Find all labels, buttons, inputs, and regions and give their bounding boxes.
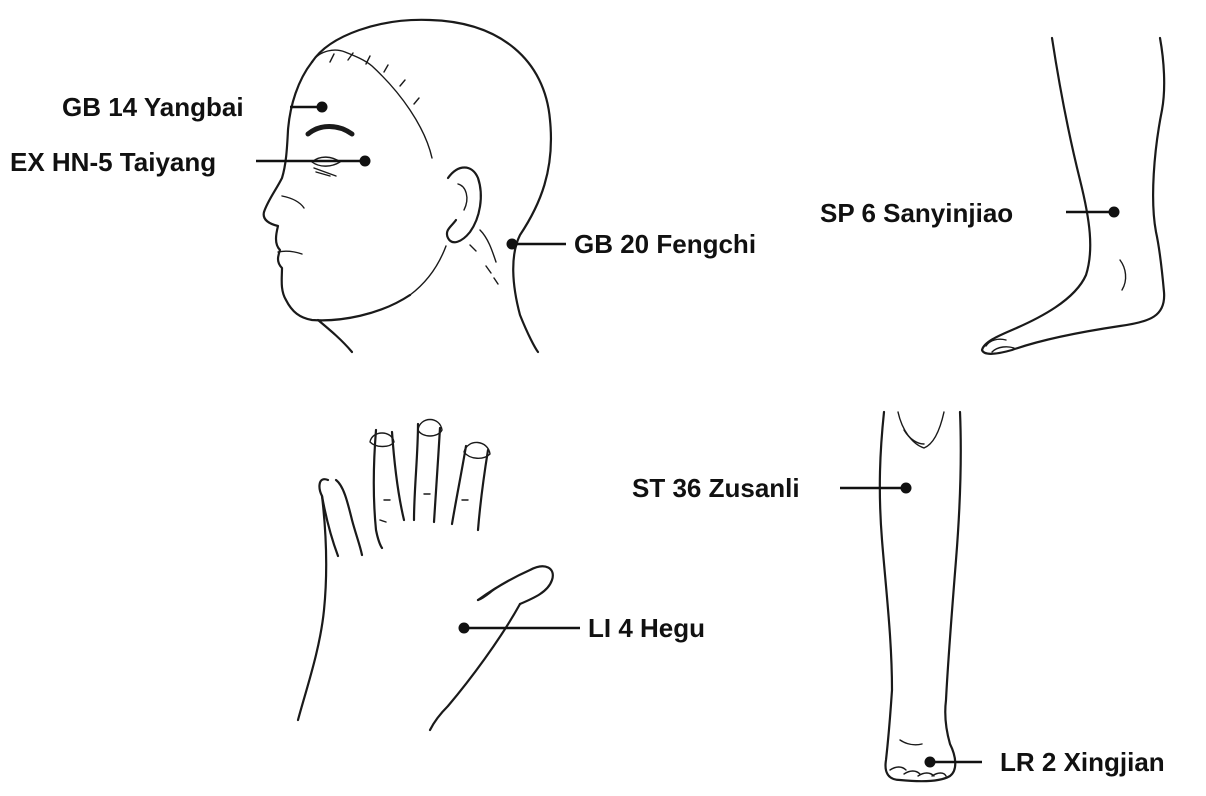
head-figure: [264, 20, 551, 352]
st36-dot: [901, 483, 912, 494]
gb14-dot: [317, 102, 328, 113]
li4-dot: [459, 623, 470, 634]
st36-label: ST 36 Zusanli: [632, 473, 800, 503]
point-li4: LI 4 Hegu: [459, 613, 706, 643]
point-st36: ST 36 Zusanli: [632, 473, 912, 503]
lr2-dot: [925, 757, 936, 768]
sp6-dot: [1109, 207, 1120, 218]
lower-leg-side-figure: [982, 38, 1164, 354]
exhn5-label: EX HN-5 Taiyang: [10, 147, 216, 177]
point-gb20: GB 20 Fengchi: [507, 229, 757, 259]
point-gb14: GB 14 Yangbai: [62, 92, 328, 122]
exhn5-dot: [360, 156, 371, 167]
sp6-label: SP 6 Sanyinjiao: [820, 198, 1013, 228]
li4-label: LI 4 Hegu: [588, 613, 705, 643]
leg-front-figure: [880, 412, 961, 781]
gb20-dot: [507, 239, 518, 250]
point-lr2: LR 2 Xingjian: [925, 747, 1165, 777]
gb20-label: GB 20 Fengchi: [574, 229, 756, 259]
gb14-label: GB 14 Yangbai: [62, 92, 244, 122]
point-sp6: SP 6 Sanyinjiao: [820, 198, 1120, 228]
lr2-label: LR 2 Xingjian: [1000, 747, 1165, 777]
hand-figure: [298, 420, 553, 731]
